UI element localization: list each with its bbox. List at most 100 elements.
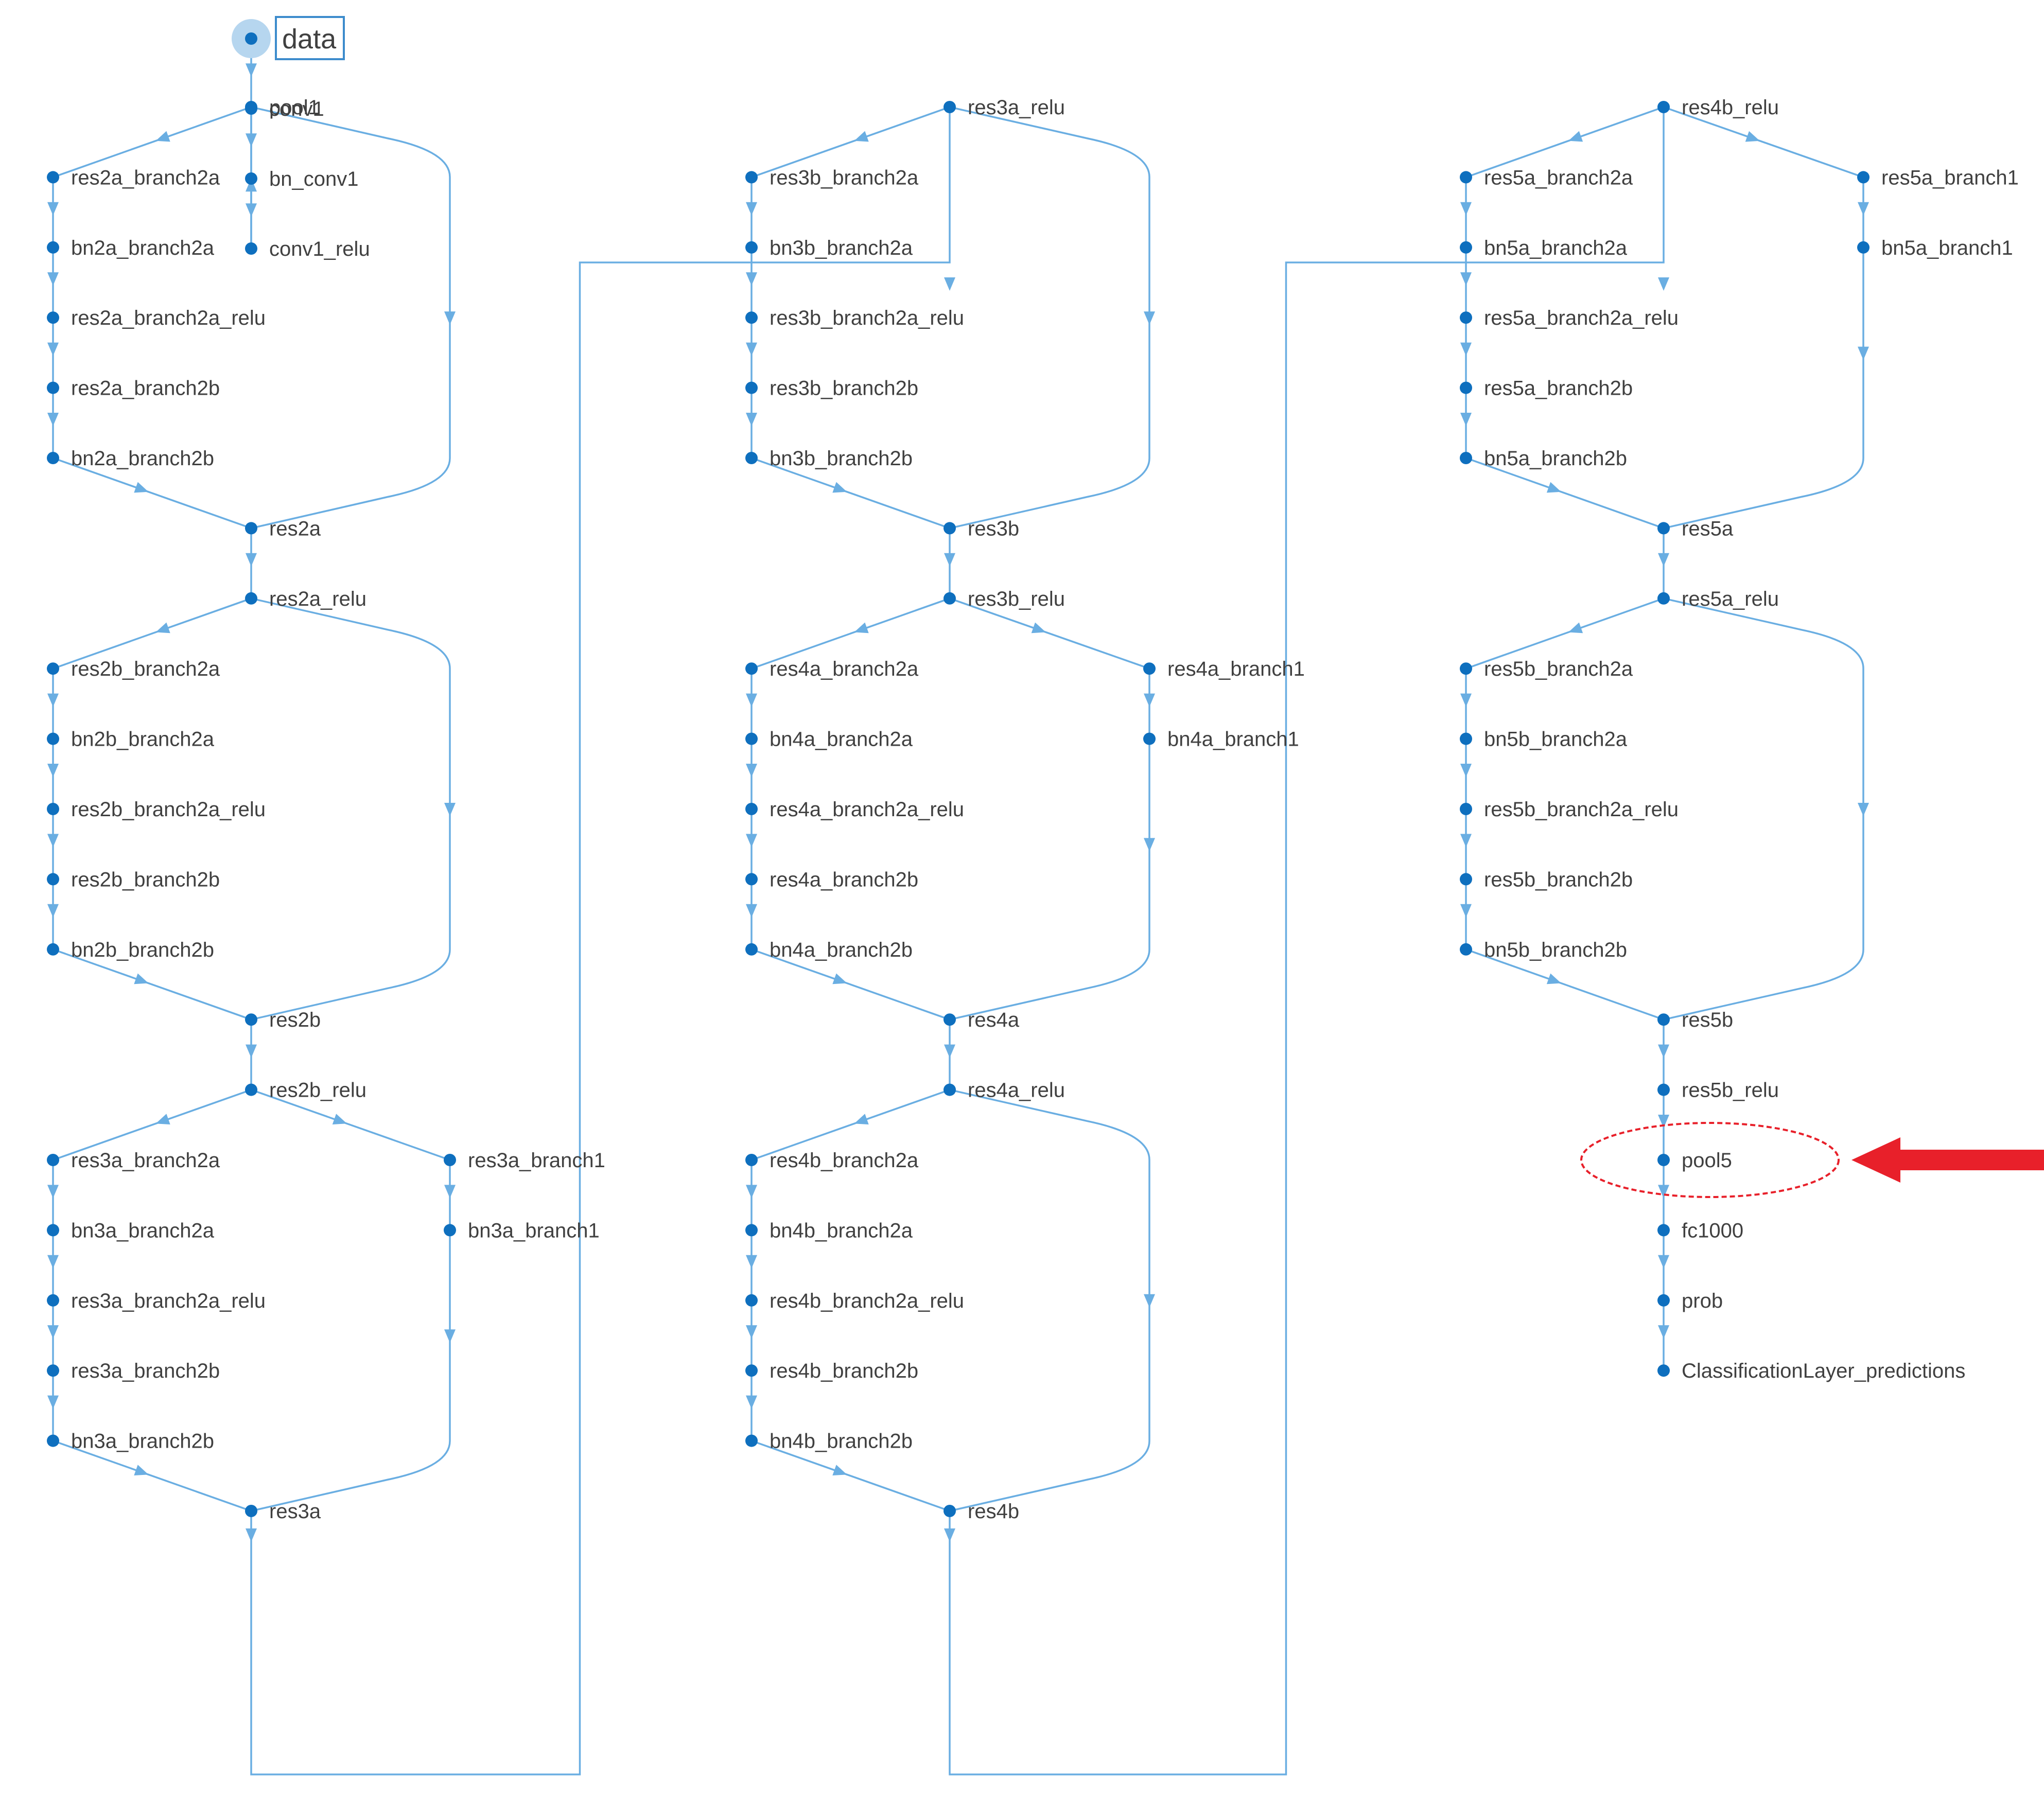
graph-node[interactable]: bn2a_branch2b — [47, 447, 214, 470]
graph-node[interactable]: data — [232, 16, 345, 60]
node-dot[interactable] — [745, 662, 758, 675]
node-dot[interactable] — [1657, 1224, 1670, 1237]
graph-node[interactable]: ClassificationLayer_predictions — [1657, 1360, 1965, 1382]
node-dot[interactable] — [745, 943, 758, 956]
graph-node[interactable]: res3b_branch2a — [745, 166, 919, 189]
node-dot[interactable] — [245, 101, 257, 113]
node-dot[interactable] — [444, 1224, 456, 1237]
graph-node[interactable]: res5b — [1657, 1009, 1733, 1031]
node-dot[interactable] — [1460, 943, 1472, 956]
node-dot[interactable] — [1657, 1083, 1670, 1096]
node-dot[interactable] — [745, 311, 758, 324]
node-dot[interactable] — [245, 1505, 257, 1517]
node-dot[interactable] — [245, 172, 257, 185]
graph-node[interactable]: bn5a_branch2b — [1460, 447, 1627, 470]
graph-node[interactable]: res3a_relu — [944, 96, 1065, 119]
node-dot[interactable] — [1657, 592, 1670, 605]
node-dot[interactable] — [1460, 873, 1472, 886]
graph-node[interactable]: bn5a_branch2a — [1460, 237, 1628, 259]
graph-node[interactable]: res5a_branch2b — [1460, 377, 1633, 400]
node-dot[interactable] — [745, 1434, 758, 1447]
graph-node[interactable]: res2b_branch2a — [47, 658, 220, 680]
node-dot[interactable] — [47, 311, 59, 324]
node-dot[interactable] — [47, 732, 59, 745]
node-dot[interactable] — [1857, 171, 1870, 184]
graph-node[interactable]: res3a_branch2b — [47, 1360, 220, 1382]
node-dot[interactable] — [944, 522, 956, 535]
graph-node[interactable]: res2a_branch2b — [47, 377, 220, 400]
graph-node[interactable]: res3a_branch2a_relu — [47, 1290, 266, 1312]
graph-node[interactable]: res3b_branch2a_relu — [745, 307, 964, 329]
graph-node[interactable]: conv1_relu — [245, 238, 370, 260]
node-dot[interactable] — [1460, 803, 1472, 815]
graph-node[interactable]: res2b_branch2b — [47, 868, 220, 891]
node-dot[interactable] — [745, 873, 758, 886]
node-dot[interactable] — [47, 1294, 59, 1307]
node-dot[interactable] — [944, 592, 956, 605]
graph-node[interactable]: res5b_branch2a_relu — [1460, 798, 1679, 821]
node-dot[interactable] — [1657, 1294, 1670, 1307]
graph-node[interactable]: res5a_branch2a_relu — [1460, 307, 1679, 329]
node-dot[interactable] — [47, 943, 59, 956]
graph-node[interactable]: res4a_relu — [944, 1079, 1065, 1102]
graph-node[interactable]: pool5 — [1657, 1149, 1732, 1172]
node-dot[interactable] — [245, 242, 257, 255]
graph-node[interactable]: bn4b_branch2b — [745, 1430, 913, 1453]
graph-node[interactable]: res5a_branch2a — [1460, 166, 1633, 189]
graph-node[interactable]: prob — [1657, 1290, 1723, 1312]
node-dot[interactable] — [1460, 171, 1472, 184]
node-dot[interactable] — [245, 1083, 257, 1096]
graph-node[interactable]: bn4b_branch2a — [745, 1219, 913, 1242]
node-dot[interactable] — [47, 873, 59, 886]
node-dot[interactable] — [245, 1013, 257, 1026]
node-dot[interactable] — [1657, 1154, 1670, 1166]
node-dot[interactable] — [944, 1505, 956, 1517]
node-dot[interactable] — [745, 381, 758, 394]
graph-node[interactable]: res5a_branch1 — [1857, 166, 2019, 189]
node-dot[interactable] — [745, 732, 758, 745]
graph-node[interactable]: res2b — [245, 1009, 321, 1031]
graph-node[interactable]: bn3a_branch1 — [444, 1219, 600, 1242]
graph-node[interactable]: res4a_branch2b — [745, 868, 918, 891]
node-dot[interactable] — [1460, 381, 1472, 394]
graph-node[interactable]: res2b_relu — [245, 1079, 366, 1102]
graph-node[interactable]: res2a_relu — [245, 588, 366, 610]
node-dot[interactable] — [47, 381, 59, 394]
graph-node[interactable]: bn2a_branch2a — [47, 237, 215, 259]
graph-node[interactable]: bn2b_branch2a — [47, 728, 215, 751]
graph-node[interactable]: res5b_relu — [1657, 1079, 1779, 1102]
graph-node[interactable]: res4b — [944, 1500, 1019, 1523]
node-dot[interactable] — [47, 171, 59, 184]
graph-node[interactable]: bn_conv1 — [245, 168, 358, 190]
graph-node[interactable]: bn3a_branch2a — [47, 1219, 215, 1242]
graph-node[interactable]: bn5b_branch2b — [1460, 939, 1627, 961]
graph-node[interactable]: res3a — [245, 1500, 321, 1523]
node-dot[interactable] — [1460, 662, 1472, 675]
node-dot[interactable] — [47, 803, 59, 815]
graph-node[interactable]: fc1000 — [1657, 1219, 1743, 1242]
node-dot[interactable] — [1460, 241, 1472, 254]
graph-node[interactable]: res4b_branch2b — [745, 1360, 918, 1382]
node-dot[interactable] — [47, 1364, 59, 1377]
graph-node[interactable]: res4a — [944, 1009, 1020, 1031]
node-dot[interactable] — [1143, 732, 1156, 745]
node-dot[interactable] — [245, 522, 257, 535]
graph-node[interactable]: res5b_branch2a — [1460, 658, 1633, 680]
node-dot[interactable] — [47, 662, 59, 675]
node-dot[interactable] — [245, 592, 257, 605]
node-dot[interactable] — [745, 1364, 758, 1377]
graph-node[interactable]: bn4a_branch2b — [745, 939, 913, 961]
graph-node[interactable]: bn2b_branch2b — [47, 939, 214, 961]
graph-node[interactable]: res4b_branch2a_relu — [745, 1290, 964, 1312]
graph-node[interactable]: res2b_branch2a_relu — [47, 798, 266, 821]
node-dot[interactable] — [1657, 522, 1670, 535]
graph-node[interactable]: res3b_branch2b — [745, 377, 918, 400]
node-dot[interactable] — [745, 452, 758, 464]
node-dot[interactable] — [1857, 241, 1870, 254]
node-dot[interactable] — [1460, 311, 1472, 324]
graph-node[interactable]: res4a_branch2a — [745, 658, 919, 680]
graph-node[interactable]: res5a — [1657, 517, 1734, 540]
graph-node[interactable]: bn4a_branch1 — [1143, 728, 1299, 751]
graph-node[interactable]: res3a_branch1 — [444, 1149, 605, 1172]
node-dot[interactable] — [444, 1154, 456, 1166]
